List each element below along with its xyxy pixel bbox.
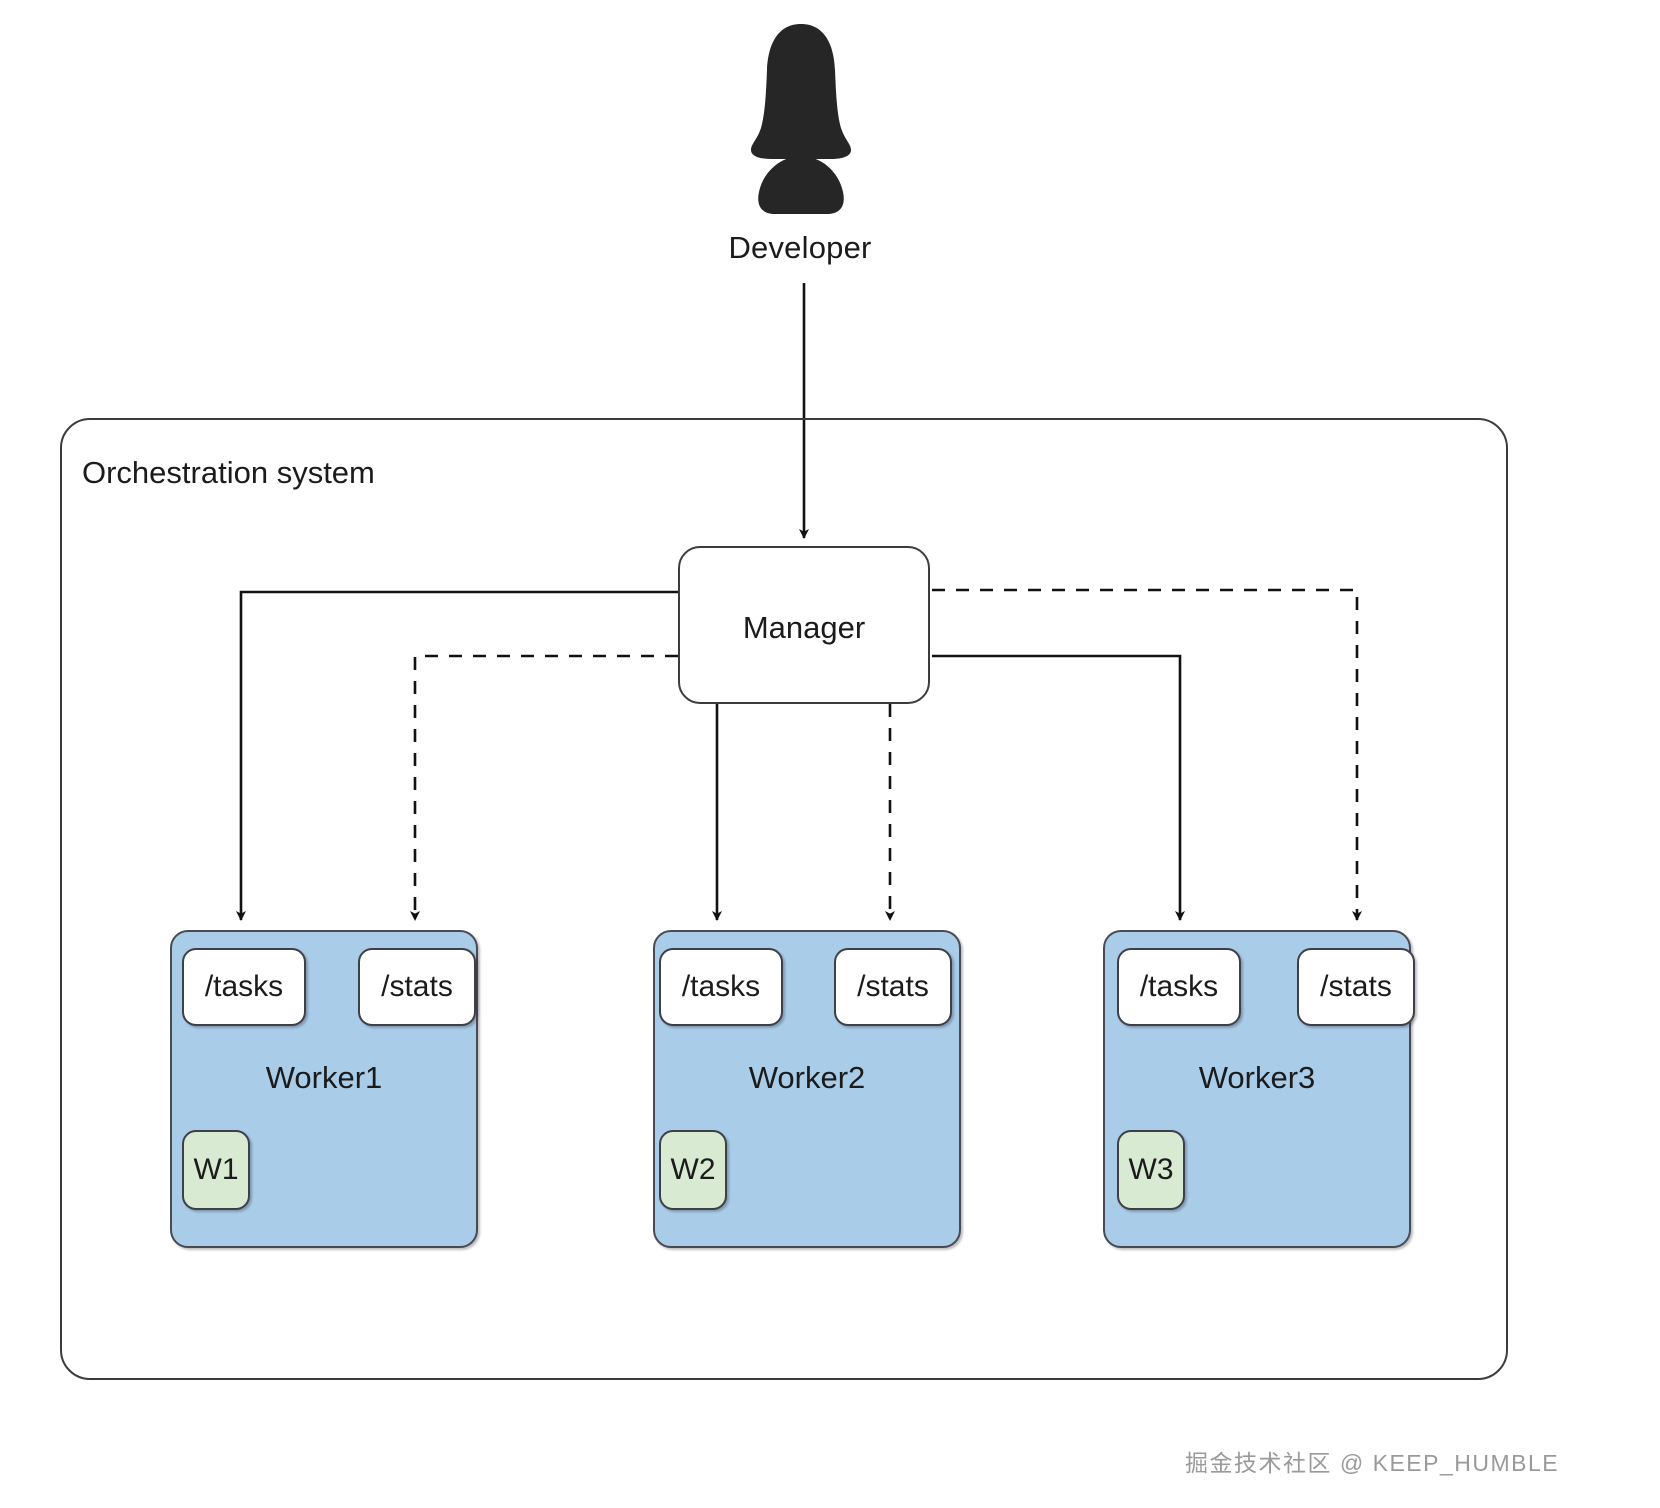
worker1-label: Worker1 (265, 1060, 383, 1095)
worker2-label: Worker2 (748, 1060, 866, 1095)
worker3-label: Worker3 (1198, 1060, 1316, 1095)
worker3-tag: W3 (1117, 1130, 1185, 1210)
worker1-tag: W1 (182, 1130, 250, 1210)
worker2-tasks-endpoint[interactable]: /tasks (659, 948, 783, 1026)
worker3-tasks-endpoint[interactable]: /tasks (1117, 948, 1241, 1026)
worker2-stats-endpoint[interactable]: /stats (834, 948, 952, 1026)
manager-label: Manager (742, 610, 866, 645)
worker1-tasks-endpoint[interactable]: /tasks (182, 948, 306, 1026)
actor-label: Developer (728, 230, 872, 265)
worker1-stats-endpoint[interactable]: /stats (358, 948, 476, 1026)
worker3-stats-endpoint[interactable]: /stats (1297, 948, 1415, 1026)
orchestration-system-container (60, 418, 1508, 1380)
worker2-tag: W2 (659, 1130, 727, 1210)
person-icon (745, 22, 857, 214)
watermark: 掘金技术社区 @ KEEP_HUMBLE (1185, 1450, 1560, 1476)
orchestration-system-title: Orchestration system (82, 455, 375, 490)
manager-node[interactable] (678, 546, 930, 704)
